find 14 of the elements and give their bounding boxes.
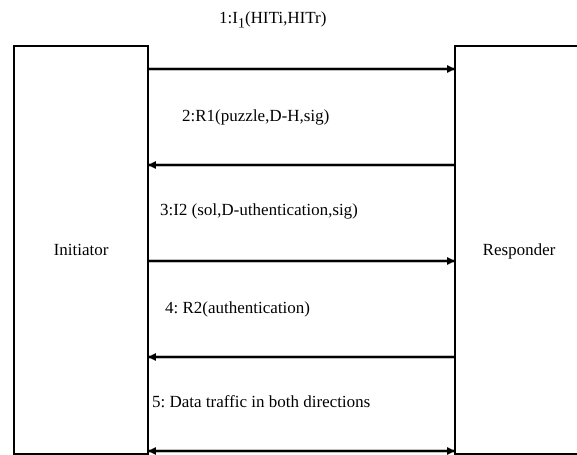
participant-box bbox=[13, 45, 149, 455]
arrow bbox=[148, 257, 455, 265]
arrow bbox=[148, 447, 455, 455]
edge-label: 2:R1(puzzle,D-H,sig) bbox=[182, 106, 330, 126]
participant-name: Responder bbox=[482, 240, 556, 260]
arrow bbox=[148, 65, 455, 73]
edge-label: 1:I$_{1}$(HITi,HITr) bbox=[219, 8, 326, 34]
edge-label: 4: R2(authentication) bbox=[165, 298, 310, 318]
arrow bbox=[148, 161, 455, 169]
edge-label: 5: Data traffic in both directions bbox=[152, 392, 370, 412]
edge-label: 3:I2 (sol,D-uthentication,sig) bbox=[160, 200, 358, 220]
participant-name: Initiator bbox=[52, 240, 110, 260]
arrow bbox=[148, 353, 455, 361]
participant-box bbox=[454, 45, 577, 455]
